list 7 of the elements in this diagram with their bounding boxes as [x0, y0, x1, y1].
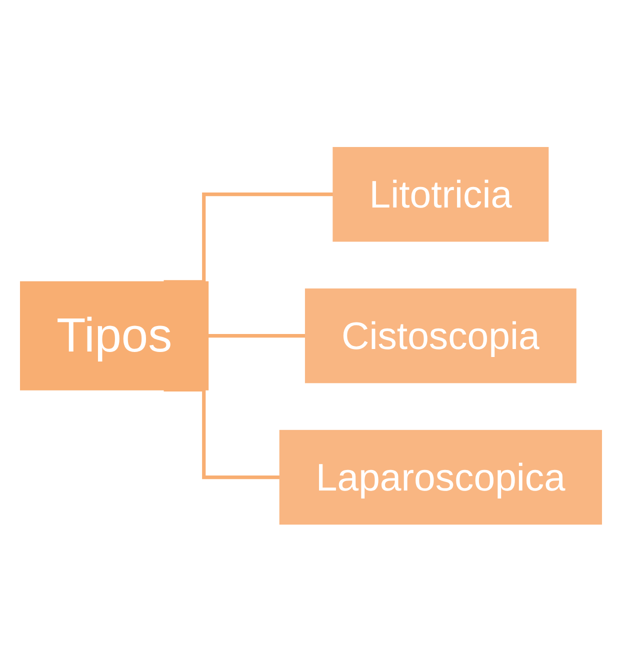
connector: [163, 388, 280, 479]
connector: [163, 192, 333, 284]
node-box: Litotricia: [332, 146, 548, 242]
node-box: Cistoscopia: [304, 288, 576, 383]
node-box: Tipos: [20, 280, 208, 390]
connector: [208, 334, 306, 338]
node-box: Laparoscopica: [278, 430, 602, 524]
